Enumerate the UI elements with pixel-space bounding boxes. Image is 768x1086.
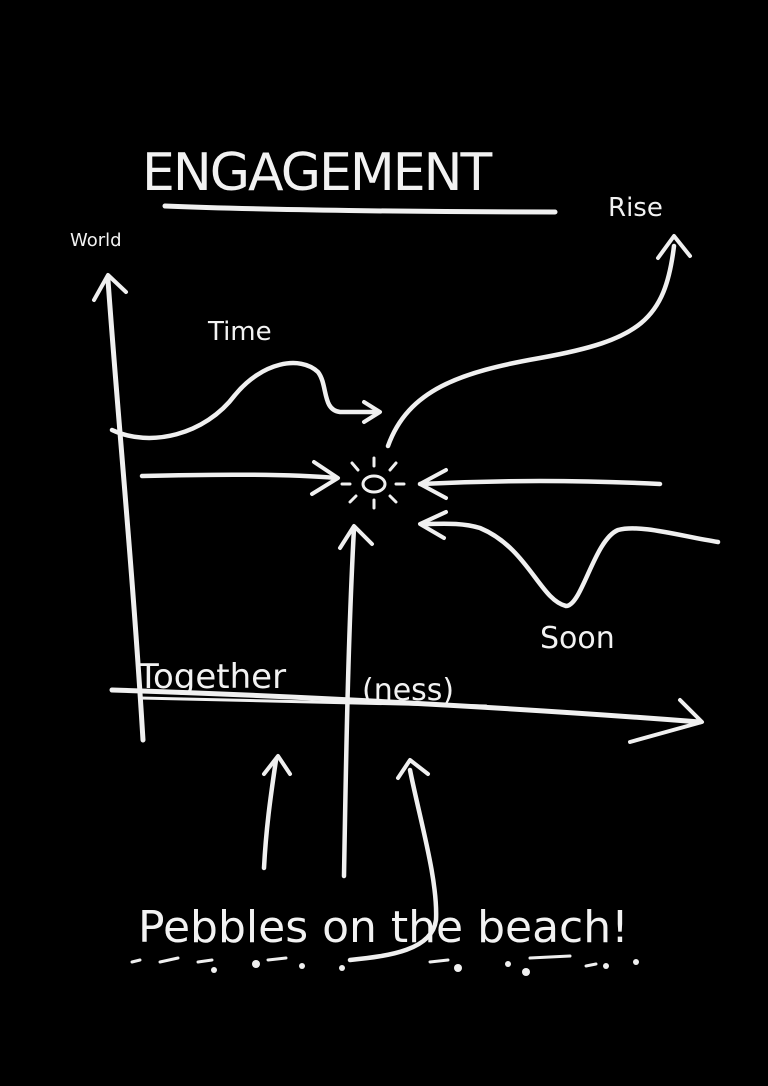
footer-right-arrow-line	[347, 767, 439, 963]
time-arrowhead	[362, 400, 382, 424]
y-axis-arrowhead	[92, 273, 128, 302]
y-axis-line	[105, 277, 146, 743]
footer-text: Pebbles on the beach!	[138, 902, 629, 953]
sun-icon	[340, 456, 406, 510]
x-label-underline	[138, 696, 488, 708]
right-arrowhead	[418, 468, 448, 500]
rise-arrowhead	[656, 234, 692, 260]
footer-left-arrow-line	[261, 757, 279, 871]
rise-curve	[385, 243, 677, 449]
x-axis-arrowhead	[628, 698, 704, 744]
title: ENGAGEMENT	[142, 143, 492, 203]
soon-curve	[419, 521, 721, 609]
vertical-arrow-line	[341, 525, 357, 879]
soon-arrowhead	[418, 510, 448, 540]
footer-left-arrowhead	[262, 754, 292, 776]
left-arrow-line	[139, 472, 339, 481]
left-arrowhead	[310, 460, 340, 496]
vertical-arrowhead	[338, 524, 374, 550]
y-axis-label: World	[70, 230, 122, 251]
pebbles-decoration	[130, 954, 639, 976]
x-axis-label: Together	[137, 657, 286, 697]
right-arrow-line	[417, 478, 663, 487]
soon-label: Soon	[540, 621, 615, 656]
time-curve	[109, 360, 381, 441]
time-label: Time	[207, 317, 272, 347]
title-underline	[162, 203, 558, 215]
footer-right-arrowhead	[396, 758, 430, 780]
rise-label: Rise	[608, 193, 663, 223]
